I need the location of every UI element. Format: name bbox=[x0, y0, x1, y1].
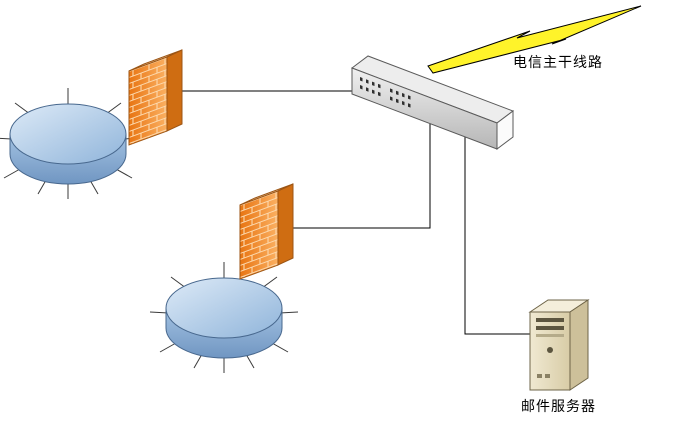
link-switch-mailserver bbox=[464, 137, 530, 335]
switch-icon bbox=[350, 55, 515, 150]
switch-ports bbox=[360, 77, 411, 108]
link-firewall2-switch bbox=[293, 124, 431, 229]
backbone-line-label: 电信主干线路 bbox=[513, 55, 603, 71]
connection-lines bbox=[182, 90, 530, 335]
lightning-bolt-icon bbox=[427, 5, 642, 74]
mail-server-label: 邮件服务器 bbox=[521, 399, 596, 415]
firewall-icon-2 bbox=[239, 183, 294, 280]
server-front-details bbox=[536, 318, 564, 378]
network-ring-1 bbox=[0, 87, 143, 200]
mail-server-icon bbox=[528, 299, 590, 391]
firewall-icon-1 bbox=[128, 49, 183, 146]
network-ring-2 bbox=[149, 261, 299, 374]
